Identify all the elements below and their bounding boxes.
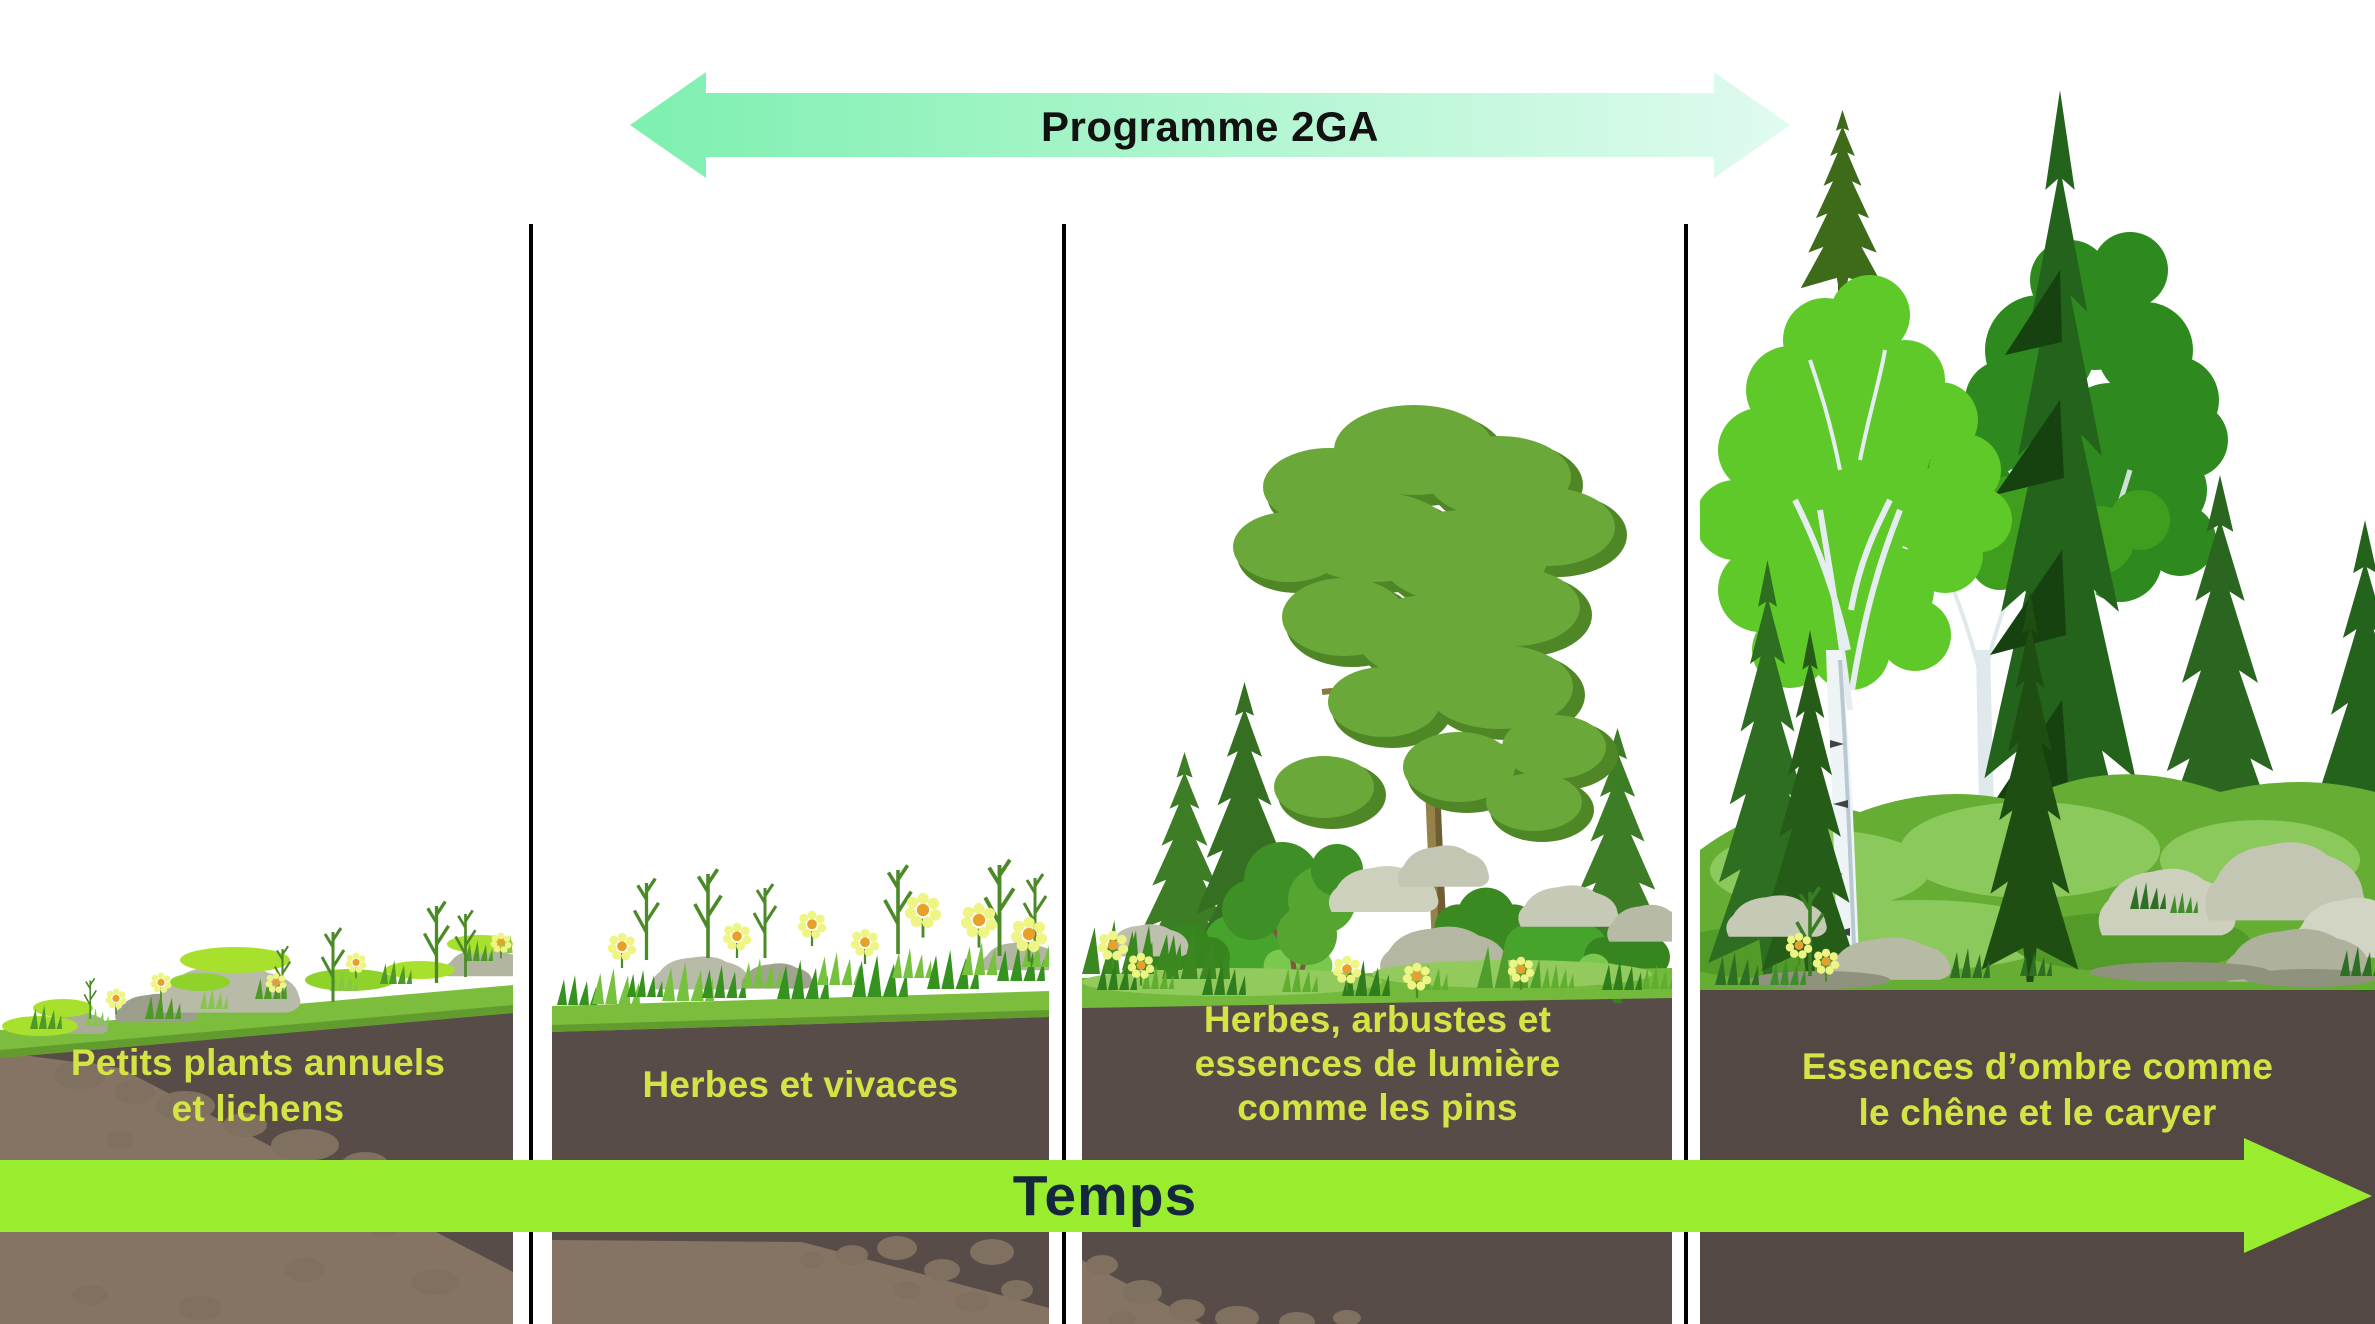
programme-label: Programme 2GA	[1041, 103, 1379, 150]
double-arrow-shape	[630, 72, 1790, 178]
stage-3-illustration	[1082, 405, 1672, 1324]
programme-2ga-arrow	[630, 72, 1790, 178]
time-arrow-shape	[0, 1138, 2372, 1253]
soil	[1700, 980, 2375, 1324]
birch-tree	[1700, 275, 2012, 711]
grass-strip	[0, 985, 513, 1058]
divider-3	[1684, 224, 1688, 1324]
stage-4-illustration	[1700, 90, 2375, 1324]
temps-label: Temps	[1012, 1164, 1198, 1228]
soil	[1082, 990, 1672, 1324]
stage-4-label: Essences d’ombre comme le chêne et le ca…	[1801, 1046, 2274, 1133]
stage-2-label: Herbes et vivaces	[642, 1064, 959, 1105]
stage-1-label: Petits plants annuels et lichens	[70, 1042, 446, 1129]
stage-3-label: Herbes, arbustes et essences de lumière …	[1194, 999, 1561, 1128]
divider-2	[1062, 224, 1066, 1324]
divider-1	[529, 224, 533, 1324]
pine-tree	[1233, 405, 1627, 992]
temps-arrow	[0, 1138, 2372, 1253]
right-spruces	[2136, 475, 2375, 992]
grass-strip	[552, 991, 1049, 1032]
